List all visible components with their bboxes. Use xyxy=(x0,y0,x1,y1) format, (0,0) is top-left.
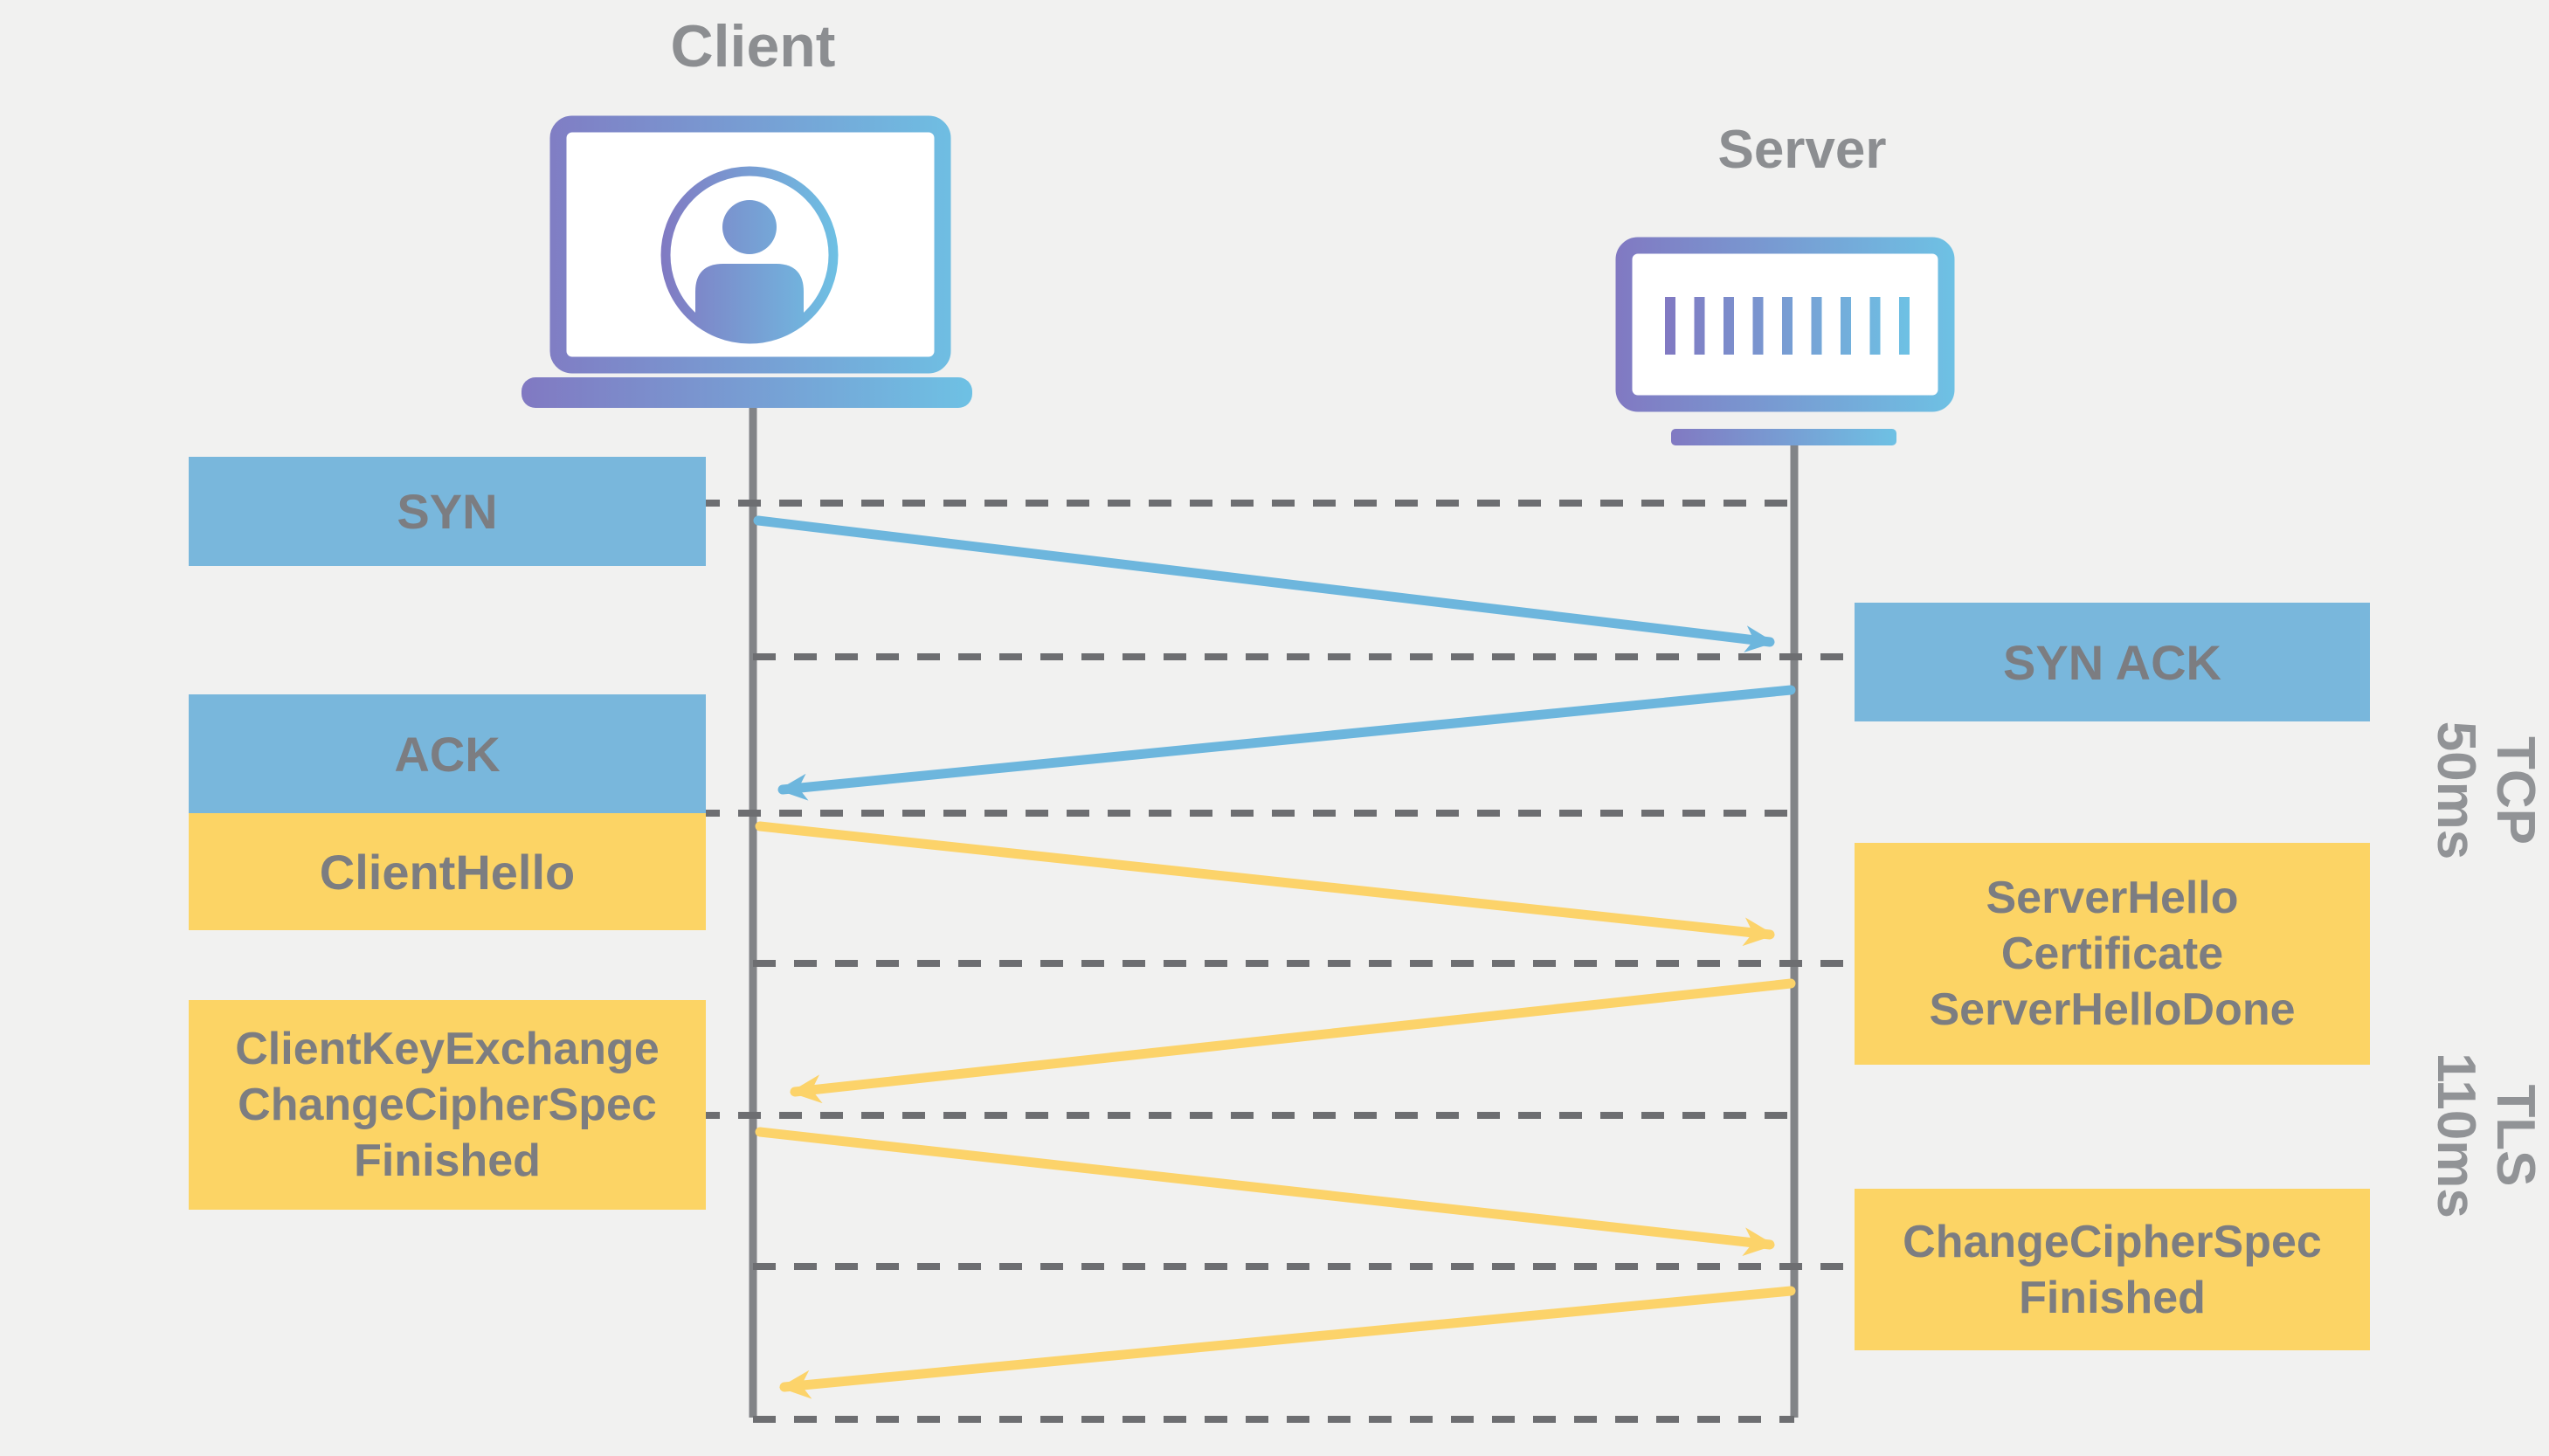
server-hello-message-box: ServerHello Certificate ServerHelloDone xyxy=(1855,843,2370,1065)
syn-arrow xyxy=(753,515,1775,653)
change-cipher-spec-arrow xyxy=(779,1286,1796,1399)
server-vent-bars xyxy=(1665,297,1910,355)
ack-label: ACK xyxy=(394,726,501,782)
syn-ack-message-box: SYN ACK xyxy=(1855,603,2370,721)
laptop-base xyxy=(522,377,972,408)
client-hello-label: ClientHello xyxy=(319,844,576,900)
change-cipher-spec-line2: Finished xyxy=(2019,1272,2206,1323)
syn-message-box: SYN xyxy=(189,457,706,566)
avatar-circle xyxy=(660,166,839,344)
client-key-exchange-arrow xyxy=(755,1127,1775,1257)
message-arrows xyxy=(753,515,1796,1399)
client-key-exchange-line3: Finished xyxy=(354,1135,541,1186)
client-key-exchange-message-box: ClientKeyExchange ChangeCipherSpec Finis… xyxy=(189,1000,706,1210)
avatar-torso xyxy=(695,264,804,335)
change-cipher-spec-message-box: ChangeCipherSpec Finished xyxy=(1855,1189,2370,1350)
server-hello-line1: ServerHello xyxy=(1986,873,2239,923)
tcp-duration-label: 50ms xyxy=(2426,721,2486,860)
client-key-exchange-line2: ChangeCipherSpec xyxy=(238,1080,657,1130)
client-hello-arrow xyxy=(755,821,1775,947)
avatar-head xyxy=(722,200,777,254)
laptop-user-icon xyxy=(522,115,972,408)
server-rack-icon xyxy=(1615,237,1955,445)
server-hello-line3: ServerHelloDone xyxy=(1929,984,2296,1035)
syn-ack-arrow xyxy=(777,685,1796,801)
timeline-dashed-rows xyxy=(697,500,1855,1423)
server-base-bar xyxy=(1671,429,1896,445)
server-hello-arrow xyxy=(790,978,1796,1104)
server-hello-line2: Certificate xyxy=(2000,928,2224,979)
ack-message-box: ACK xyxy=(189,694,706,813)
server-title: Server xyxy=(1717,120,1887,180)
tcp-phase-label: TCP 50ms xyxy=(2422,677,2546,904)
syn-ack-label: SYN ACK xyxy=(2003,634,2221,690)
tls-phase-label: TLS 110ms xyxy=(2422,1022,2546,1249)
tls-protocol-label: TLS xyxy=(2485,1084,2546,1187)
tcp-protocol-label: TCP xyxy=(2485,736,2546,845)
tls-duration-label: 110ms xyxy=(2426,1052,2486,1218)
change-cipher-spec-line1: ChangeCipherSpec xyxy=(1903,1216,2322,1267)
client-title: Client xyxy=(670,13,836,79)
client-key-exchange-line1: ClientKeyExchange xyxy=(235,1024,660,1074)
syn-label: SYN xyxy=(397,484,498,539)
client-hello-message-box: ClientHello xyxy=(189,813,706,930)
